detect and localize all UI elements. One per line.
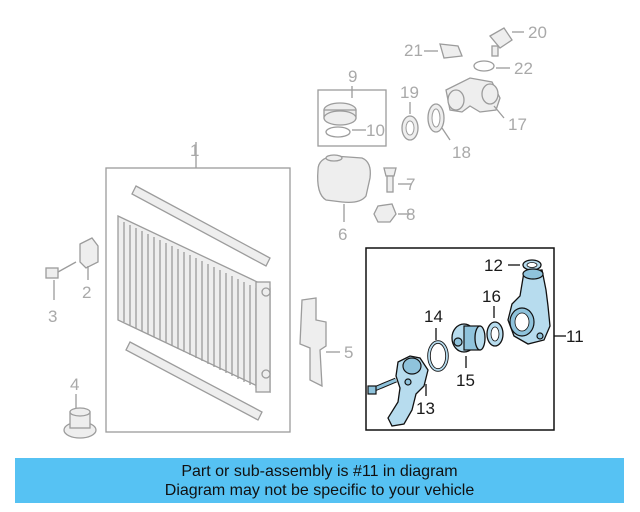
callout-11: 11 <box>566 327 584 346</box>
callout-8: 8 <box>406 205 415 224</box>
callout-20: 20 <box>528 23 547 42</box>
callout-14: 14 <box>424 307 443 326</box>
parts-diagram: 1 2 3 4 5 6 7 8 <box>45 23 584 439</box>
callout-4: 4 <box>70 375 79 394</box>
callout-19: 19 <box>400 83 419 102</box>
part-14-gasket <box>427 328 449 372</box>
callout-6: 6 <box>338 225 347 244</box>
part-13-lower-housing <box>367 355 429 427</box>
part-12-o-ring <box>508 259 542 271</box>
callout-7: 7 <box>406 175 415 194</box>
callout-16: 16 <box>482 287 501 306</box>
callout-15: 15 <box>456 371 475 390</box>
part-21-gasket <box>424 43 463 59</box>
part-3-bolt <box>45 261 77 300</box>
part-19-ring <box>401 102 419 141</box>
assembly-box <box>365 247 555 431</box>
callout-13: 13 <box>416 399 435 418</box>
part-22-o-ring <box>473 60 510 72</box>
callout-9: 9 <box>348 67 357 86</box>
callout-17: 17 <box>508 115 527 134</box>
callout-18: 18 <box>452 143 471 162</box>
part-9-cap <box>317 86 387 147</box>
part-2-bracket <box>79 237 99 280</box>
callout-1: 1 <box>190 141 199 160</box>
callout-2: 2 <box>82 283 91 302</box>
part-18-ring <box>427 103 451 141</box>
part-7-screw <box>383 167 412 193</box>
callout-21: 21 <box>404 41 423 60</box>
part-17-housing <box>445 77 505 119</box>
callout-12: 12 <box>484 256 503 275</box>
part-5-bracket <box>299 297 340 388</box>
part-15-thermostat <box>451 323 486 368</box>
part-16-ring <box>486 306 504 347</box>
part-10-seal <box>325 126 366 138</box>
callout-22: 22 <box>514 59 533 78</box>
banner-line-1: Part or sub-assembly is #11 in diagram <box>181 463 458 480</box>
part-20-sensor <box>489 27 524 57</box>
part-8-nut <box>373 203 412 223</box>
part-11-assembly <box>365 247 566 431</box>
banner-line-2: Diagram may not be specific to your vehi… <box>164 482 475 499</box>
callout-10: 10 <box>366 121 385 140</box>
callout-3: 3 <box>48 307 57 326</box>
radiator-group <box>105 142 291 433</box>
callout-5: 5 <box>344 343 353 362</box>
info-banner: Part or sub-assembly is #11 in diagram D… <box>15 458 624 503</box>
part-11-housing <box>507 268 551 345</box>
part-6-expansion-tank <box>317 154 371 222</box>
part-4-grommet <box>63 394 97 439</box>
radiator-core <box>117 214 271 394</box>
